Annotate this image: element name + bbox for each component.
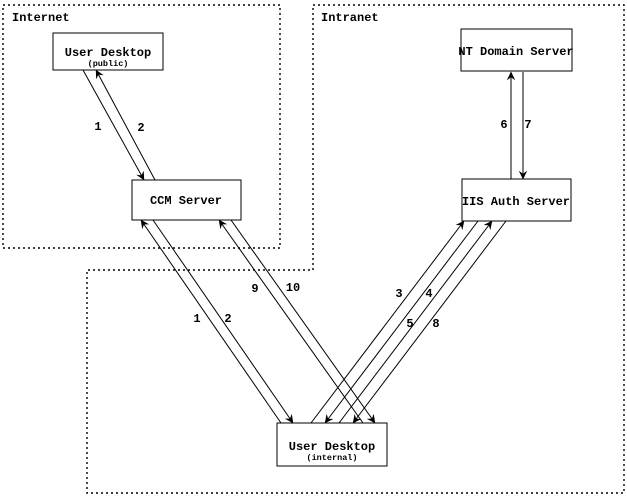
user-desktop-public-subtitle: (public) [88, 59, 129, 69]
ccm-server-box [131, 179, 242, 221]
edge-label-step2-internal: 2 [224, 312, 231, 326]
user-desktop-internal-title: User Desktop [289, 440, 375, 454]
iis-auth-server-title: IIS Auth Server [462, 195, 570, 209]
node-ccm-server: CCM Server [131, 179, 242, 221]
node-nt-domain-server: NT Domain Server [458, 28, 574, 72]
arrow-ccm-to-public-desktop [95, 69, 156, 181]
edge-label-step9: 9 [251, 282, 258, 296]
nt-domain-server-title: NT Domain Server [458, 45, 573, 59]
iis-auth-server-box [461, 178, 572, 222]
user-desktop-public-title: User Desktop [65, 46, 151, 60]
edge-label-step7: 7 [524, 118, 531, 132]
arrow-internal-desktop-to-iis-step3 [310, 220, 465, 424]
edge-label-step10: 10 [286, 281, 300, 295]
user-desktop-internal-box [276, 422, 388, 467]
nt-domain-server-box [460, 28, 573, 72]
arrow-internal-desktop-to-ccm-step9 [218, 219, 364, 424]
arrow-internal-desktop-to-iis-step5 [338, 220, 493, 424]
user-desktop-public-box [52, 32, 164, 71]
internet-zone-label: Internet [12, 11, 70, 25]
node-user-desktop-public: User Desktop (public) [52, 32, 164, 71]
intranet-zone-label: Intranet [321, 11, 379, 25]
arrow-iis-to-internal-desktop-step8 [352, 220, 507, 424]
arrow-internal-desktop-to-ccm [140, 219, 282, 424]
edge-label-step2-public: 2 [137, 121, 144, 135]
arrow-public-desktop-to-ccm [82, 69, 145, 181]
node-iis-auth-server: IIS Auth Server [461, 178, 572, 222]
edge-label-step1-internal: 1 [193, 312, 200, 326]
intranet-zone-border [86, 4, 625, 494]
arrow-ccm-to-internal-desktop-step10 [230, 219, 376, 424]
arrow-iis-to-internal-desktop-step4 [324, 220, 479, 424]
node-user-desktop-internal: User Desktop (internal) [276, 422, 388, 467]
edge-label-step5: 5 [406, 317, 413, 331]
user-desktop-internal-subtitle: (internal) [306, 453, 357, 463]
edge-label-step4: 4 [425, 287, 432, 301]
arrow-ccm-to-internal-desktop [152, 219, 294, 424]
edge-label-step8: 8 [432, 317, 439, 331]
edge-label-step3: 3 [395, 287, 402, 301]
ccm-server-title: CCM Server [150, 194, 222, 208]
edge-label-step6: 6 [500, 118, 507, 132]
edge-label-step1-public: 1 [94, 120, 101, 134]
